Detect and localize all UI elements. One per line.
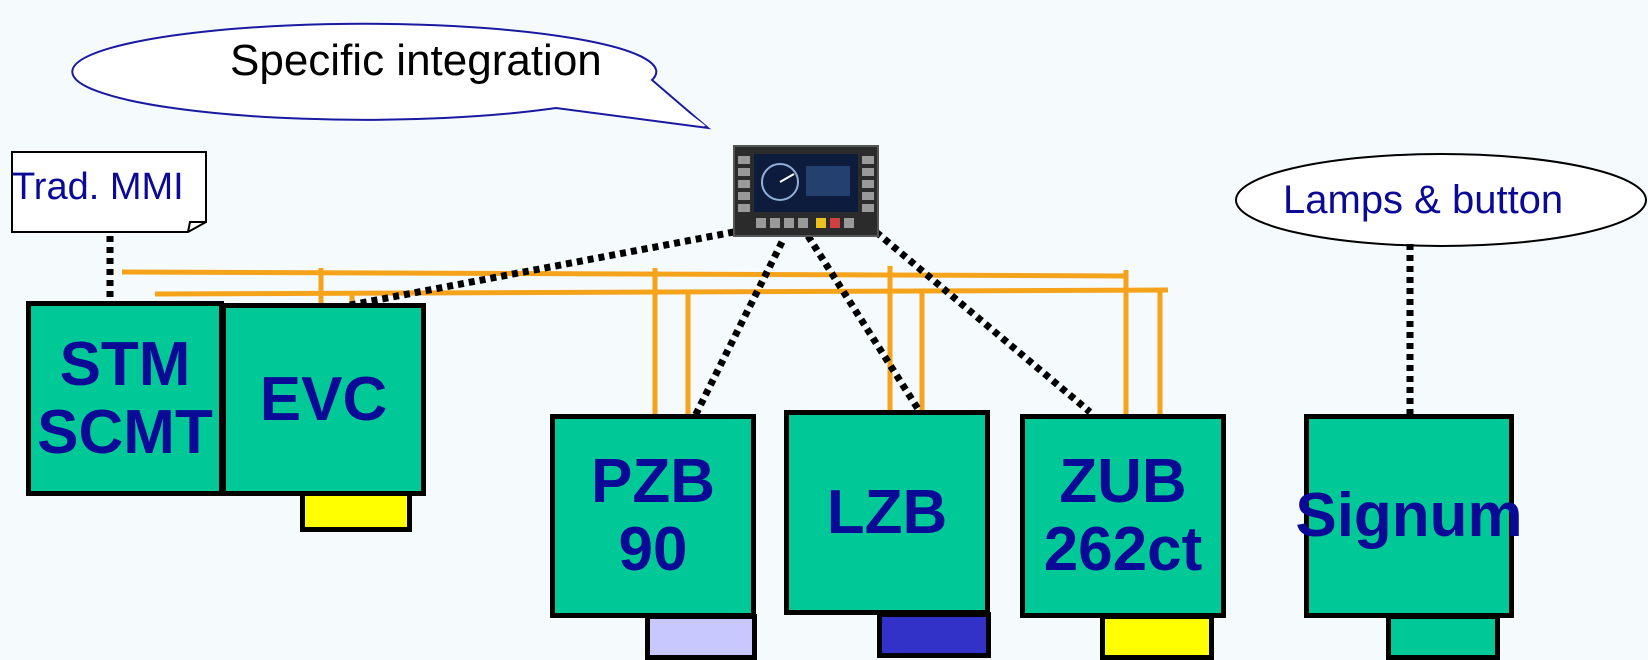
zub-unit: ZUB 262ct bbox=[1020, 414, 1226, 618]
stm-scmt-unit: STM SCMT bbox=[26, 301, 224, 496]
signum-tab bbox=[1386, 614, 1500, 660]
lamps-ellipse bbox=[1235, 153, 1647, 247]
trad-mmi-label: Trad. MMI bbox=[12, 166, 184, 208]
signum-unit: Signum bbox=[1295, 414, 1523, 618]
evc-tab bbox=[300, 490, 412, 532]
zub-tab bbox=[1100, 614, 1214, 660]
integration-label: Specific integration bbox=[230, 36, 602, 85]
train-display-panel-icon bbox=[733, 145, 879, 237]
lzb-unit: LZB bbox=[784, 410, 990, 615]
integration-bubble bbox=[71, 22, 712, 130]
lamps-label: Lamps & button bbox=[1283, 178, 1564, 222]
trad-mmi-note bbox=[11, 151, 207, 233]
pzb-unit: PZB 90 bbox=[550, 414, 756, 618]
dotted-links bbox=[106, 228, 1414, 422]
evc-unit: EVC bbox=[221, 303, 426, 496]
pzb-tab bbox=[645, 614, 757, 660]
lzb-tab bbox=[877, 612, 991, 658]
